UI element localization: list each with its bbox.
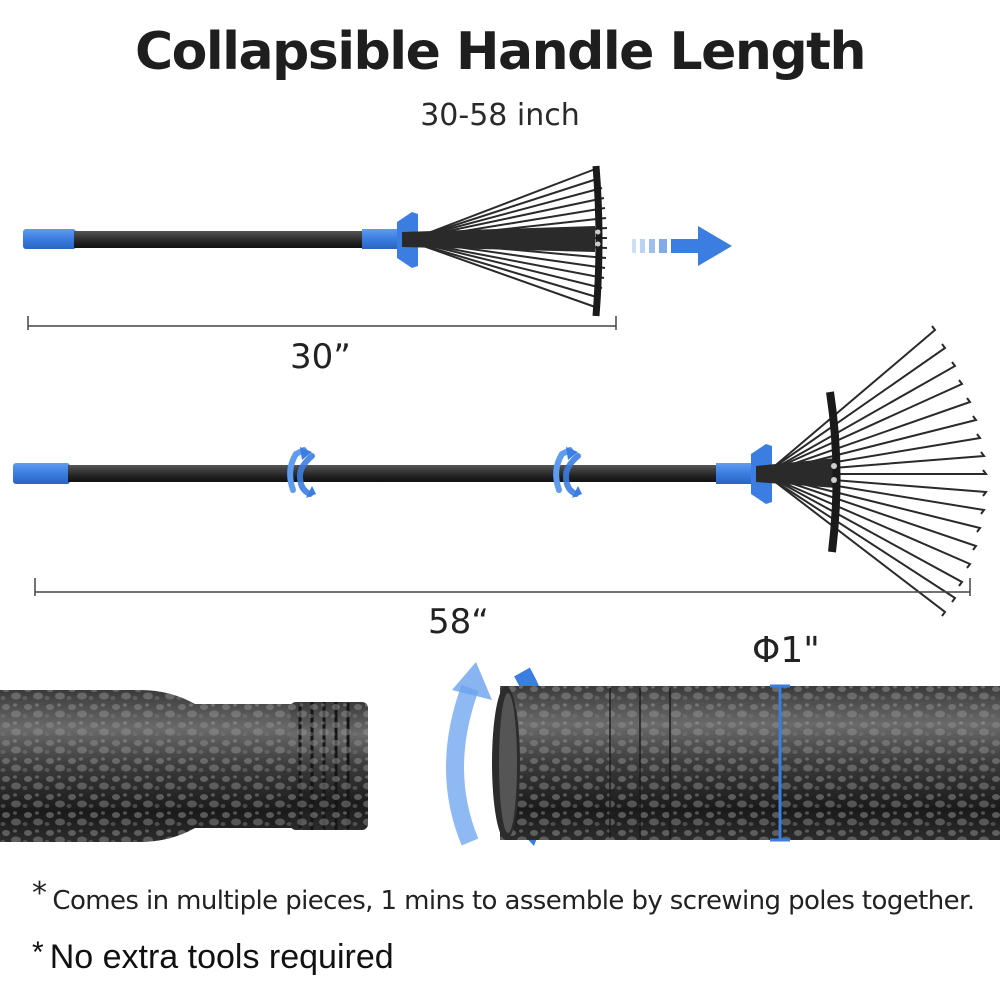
note-assembly: *Comes in multiple pieces, 1 mins to ass… [32, 876, 975, 916]
extended-length-label: 58“ [428, 602, 489, 642]
length-range-subtitle: 30-58 inch [420, 98, 580, 133]
note-tools-text: No extra tools required [49, 938, 394, 976]
handle-connector [716, 463, 756, 484]
collapsed-length-label: 30” [290, 337, 351, 377]
rotate-icon [287, 447, 316, 498]
handle-connector [362, 229, 402, 249]
extended-rake [13, 325, 988, 617]
collapsed-dimension-line [27, 316, 617, 330]
diameter-marker [770, 684, 790, 842]
note-assembly-text: Comes in multiple pieces, 1 mins to asse… [52, 886, 975, 916]
arrow-right-icon [632, 226, 732, 266]
threaded-pole-closeup [0, 690, 368, 842]
page-title: Collapsible Handle Length [134, 22, 867, 82]
handle-pole [74, 231, 366, 248]
collapsed-rake [23, 165, 608, 317]
handle-grip-cap [23, 229, 76, 249]
note-tools: *No extra tools required [32, 936, 394, 977]
rotate-icon [553, 447, 582, 498]
handle-pole [68, 465, 720, 482]
note-bullet: * [32, 936, 44, 969]
socket-pole-closeup [492, 684, 1000, 842]
extended-dimension-line [34, 578, 971, 596]
diameter-label: Φ1" [752, 630, 820, 671]
handle-grip-cap [13, 463, 70, 484]
note-bullet: * [32, 876, 47, 911]
